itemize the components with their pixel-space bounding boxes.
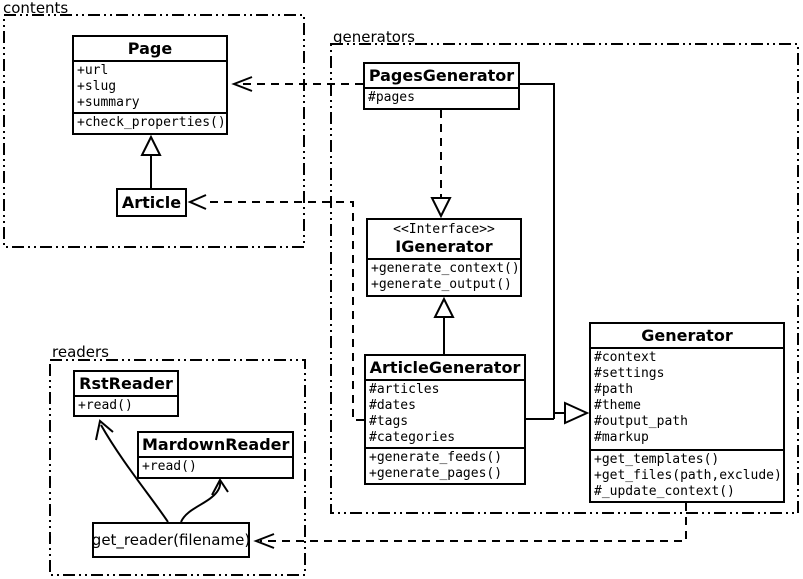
class-markdown-reader: MardownReader +read()	[137, 431, 294, 479]
method: +read()	[78, 398, 133, 413]
header-section: <<Interface>> IGenerator	[368, 220, 520, 258]
methods-section: +generate_feeds() +generate_pages()	[366, 447, 524, 483]
class-title: Article	[121, 193, 182, 212]
method: #_update_context()	[594, 484, 735, 499]
attributes-section: #pages	[365, 87, 518, 107]
class-title: Page	[127, 39, 173, 58]
attribute: +slug	[77, 79, 117, 94]
methods-section: +generate_context() +generate_output()	[368, 258, 520, 294]
method: +read()	[142, 459, 197, 474]
stereotype: <<Interface>>	[393, 222, 495, 237]
methods-section: +check_properties()	[74, 112, 226, 132]
attribute: #articles	[369, 382, 440, 397]
method: +generate_feeds()	[369, 450, 503, 465]
attributes-section: #context #settings #path #theme #output_…	[591, 347, 783, 449]
methods-section: +read()	[139, 456, 292, 476]
attribute: +summary	[77, 95, 140, 110]
arrowhead-open-markdownreader	[211, 478, 229, 496]
class-generator: Generator #context #settings #path #them…	[589, 322, 785, 503]
edge-pagesgenerator-generator	[520, 83, 555, 419]
method: +get_templates()	[594, 452, 720, 467]
attribute: #context	[594, 350, 657, 365]
package-label-contents: contents	[3, 0, 69, 17]
attribute: #theme	[594, 398, 641, 413]
class-title: Generator	[641, 326, 733, 345]
package-label-readers: readers	[52, 343, 109, 361]
attribute: #path	[594, 382, 634, 397]
arrowhead-hollow-generator	[564, 401, 590, 425]
arrowhead-open-rstreader	[95, 419, 114, 441]
class-page: Page +url +slug +summary +check_properti…	[72, 35, 228, 135]
class-pages-generator: PagesGenerator #pages	[363, 62, 520, 110]
method: +check_properties()	[77, 115, 226, 130]
function-get-reader: get_reader(filename)	[92, 522, 250, 558]
class-title: RstReader	[79, 374, 173, 393]
method: +get_files(path,exclude)	[594, 468, 782, 483]
methods-section: +read()	[75, 395, 177, 415]
edge-getreader-markdownreader	[180, 480, 222, 523]
method: +generate_context()	[371, 261, 520, 276]
class-title: ArticleGenerator	[369, 358, 521, 377]
class-title: IGenerator	[395, 237, 493, 256]
package-border-readers	[49, 359, 306, 576]
method: +generate_pages()	[369, 466, 503, 481]
package-border-generators	[330, 43, 799, 514]
attributes-section: #articles #dates #tags #categories	[366, 379, 524, 447]
attribute: #output_path	[594, 414, 688, 429]
edge-generator-getreader	[260, 503, 687, 542]
interface-igenerator: <<Interface>> IGenerator +generate_conte…	[366, 218, 522, 297]
attribute: #tags	[369, 414, 409, 429]
arrowhead-open-getreader	[253, 533, 275, 549]
attribute: +url	[77, 63, 109, 78]
edge-articlegenerator-article	[208, 201, 364, 421]
attribute: #settings	[594, 366, 665, 381]
function-label: get_reader(filename)	[92, 531, 250, 549]
attributes-section: +url +slug +summary	[74, 60, 226, 112]
package-border-contents	[3, 14, 305, 248]
arrowhead-hollow-igenerator-bottom	[433, 296, 455, 318]
class-article-generator: ArticleGenerator #articles #dates #tags …	[364, 354, 526, 485]
class-rst-reader: RstReader +read()	[73, 370, 179, 417]
arrowhead-hollow-igenerator-top	[430, 197, 452, 219]
attribute: #markup	[594, 430, 649, 445]
attribute: #pages	[368, 90, 415, 105]
attribute: #dates	[369, 398, 416, 413]
arrowhead-hollow-page	[140, 134, 162, 156]
edge-getreader-rstreader	[100, 424, 169, 523]
class-article: Article	[116, 188, 187, 217]
package-label-generators: generators	[333, 28, 415, 46]
method: +generate_output()	[371, 277, 512, 292]
edge-articlegenerator-generator	[526, 412, 565, 420]
arrowhead-open-article	[187, 194, 207, 210]
class-title: PagesGenerator	[368, 66, 515, 85]
attribute: #categories	[369, 430, 456, 445]
class-title: MardownReader	[142, 435, 290, 454]
methods-section: +get_templates() +get_files(path,exclude…	[591, 449, 783, 501]
arrowhead-open-page	[231, 76, 253, 92]
